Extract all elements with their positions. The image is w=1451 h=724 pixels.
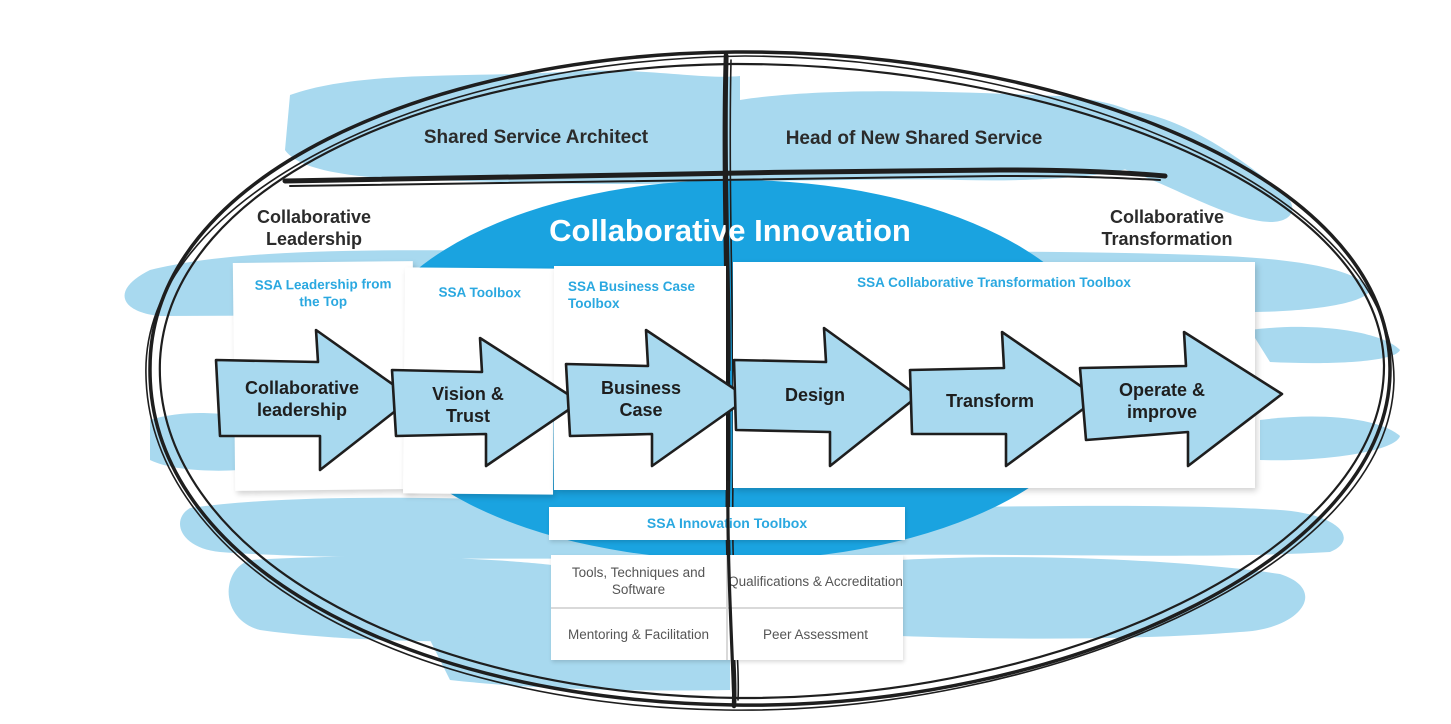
toolbox-label: SSA Business Case Toolbox <box>568 279 696 311</box>
stage-label-operate-improve: Operate & improve <box>1118 380 1206 422</box>
outer-ellipse-stroke <box>145 55 1395 711</box>
brush-stroke <box>1090 108 1293 222</box>
outer-ellipse <box>145 50 1395 711</box>
brush-stroke <box>740 91 1162 181</box>
stage-arrow-business-case <box>564 328 750 468</box>
outer-ellipse-stroke <box>148 50 1392 707</box>
stage-arrow-design <box>732 326 920 468</box>
outer-ellipse-stroke <box>158 62 1386 700</box>
stage-label-collaborative-leadership: Collaborative leadership <box>244 378 360 420</box>
stage-arrow-vision-trust <box>390 336 582 468</box>
innovation-toolbox-grid: Tools, Techniques and Software Qualifica… <box>551 555 903 660</box>
brush-stroke <box>1250 326 1400 364</box>
innovation-toolbox-cell: Qualifications & Accreditation <box>728 555 903 607</box>
stage-label-vision-trust: Vision & Trust <box>432 384 504 426</box>
brush-stroke <box>900 557 1306 639</box>
innovation-toolbox-cell: Mentoring & Facilitation <box>551 609 726 660</box>
brush-stroke <box>150 413 240 471</box>
brush-stroke <box>228 556 561 642</box>
horizontal-cross-line <box>289 174 1161 187</box>
head-of-new-shared-service-title: Head of New Shared Service <box>785 128 1043 149</box>
collaborative-transformation-title: Collaborative Transformation <box>1101 207 1233 249</box>
collaborative-leadership-title: Collaborative Leadership <box>256 207 372 249</box>
toolbox-label: SSA Collaborative Transformation Toolbox <box>857 275 1131 290</box>
brush-stroke <box>285 70 740 185</box>
innovation-toolbox-header: SSA Innovation Toolbox <box>549 507 905 540</box>
stage-label-design: Design <box>784 385 845 405</box>
stage-label-business-case: Business Case <box>600 378 682 420</box>
stage-arrow-transform <box>908 330 1100 468</box>
stage-arrow-operate-improve <box>1078 330 1284 468</box>
innovation-toolbox-cell: Peer Assessment <box>728 609 903 660</box>
brush-stroke <box>1260 416 1400 461</box>
shared-service-architect-title: Shared Service Architect <box>423 127 649 148</box>
horizontal-cross-line <box>282 167 1168 184</box>
stage-label-transform: Transform <box>945 391 1035 411</box>
innovation-toolbox-cell: Tools, Techniques and Software <box>551 555 726 607</box>
stage-arrow-collaborative-leadership <box>214 328 414 472</box>
innovation-toolbox-title: SSA Innovation Toolbox <box>646 515 808 531</box>
